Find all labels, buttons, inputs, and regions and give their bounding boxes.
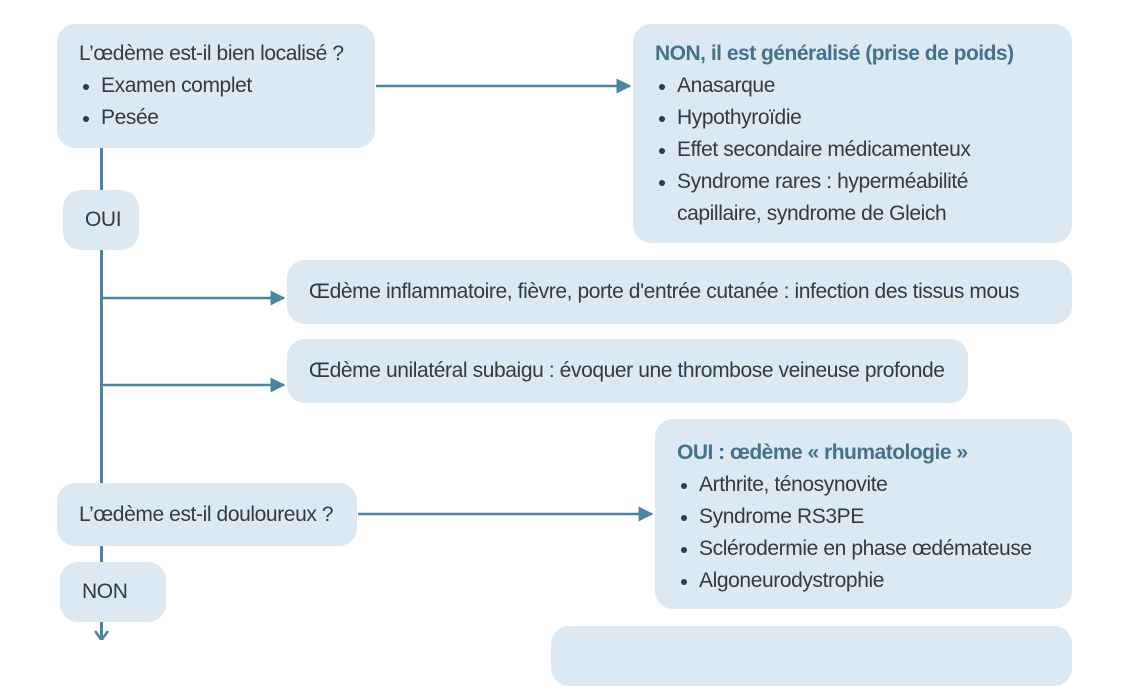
- list-item: Arthrite, ténosynovite: [681, 469, 1072, 501]
- list-item: Algoneurodystrophie: [681, 565, 1072, 597]
- rhumatologie-box: OUI : œdème « rhumatologie » Arthrite, t…: [655, 419, 1072, 609]
- list-item: Syndrome rares : hyperméabilité capillai…: [659, 166, 1007, 230]
- inflammatoire-box: Œdème inflammatoire, fièvre, porte d'ent…: [287, 260, 1072, 324]
- list-item: Pesée: [83, 102, 375, 134]
- unilateral-text: Œdème unilatéral subaigu : évoquer une t…: [309, 359, 945, 382]
- rhumatologie-list: Arthrite, ténosynovite Syndrome RS3PE Sc…: [677, 469, 1072, 597]
- list-item: Effet secondaire médicamenteux: [659, 134, 1072, 166]
- list-item: Sclérodermie en phase œdémateuse: [681, 533, 1072, 565]
- oui-label: OUI: [85, 208, 122, 231]
- generalise-box: NON, il est généralisé (prise de poids) …: [633, 24, 1072, 243]
- vertical-connector-tail: [100, 622, 103, 640]
- vertical-connector-bottom: [100, 546, 103, 562]
- question-localise-box: L’œdème est-il bien localisé ? Examen co…: [57, 24, 375, 148]
- oui-label-box: OUI: [63, 190, 139, 250]
- list-item: Anasarque: [659, 70, 1072, 102]
- generalise-title: NON, il est généralisé (prise de poids): [655, 42, 1014, 65]
- question-localise-list: Examen complet Pesée: [79, 70, 375, 134]
- non-label: NON: [82, 580, 128, 603]
- next-box-partial: [551, 626, 1072, 686]
- non-label-box: NON: [60, 562, 166, 622]
- question-localise-text: L’œdème est-il bien localisé ?: [79, 42, 344, 65]
- question-douloureux-box: L’œdème est-il douloureux ?: [57, 483, 357, 546]
- list-item: Hypothyroïdie: [659, 102, 1072, 134]
- list-item: Examen complet: [83, 70, 375, 102]
- unilateral-box: Œdème unilatéral subaigu : évoquer une t…: [287, 339, 968, 403]
- question-douloureux-text: L’œdème est-il douloureux ?: [79, 503, 334, 526]
- vertical-connector-main: [100, 250, 103, 483]
- generalise-list: Anasarque Hypothyroïdie Effet secondaire…: [655, 70, 1072, 230]
- inflammatoire-text: Œdème inflammatoire, fièvre, porte d'ent…: [309, 280, 1020, 303]
- vertical-connector-top: [100, 148, 103, 190]
- list-item: Syndrome RS3PE: [681, 501, 1072, 533]
- rhumatologie-title: OUI : œdème « rhumatologie »: [677, 441, 968, 464]
- arrows-layer: [93, 78, 654, 640]
- arrow-down-tail: [93, 630, 110, 640]
